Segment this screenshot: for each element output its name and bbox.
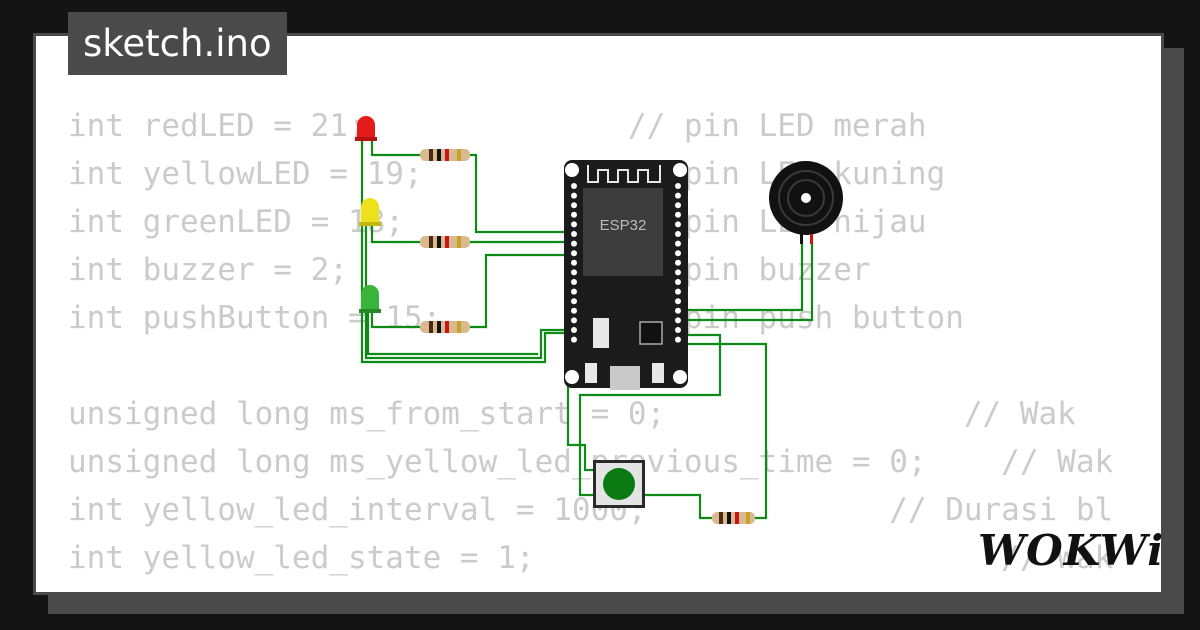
sketch-filename-tab[interactable]: sketch.ino	[68, 12, 287, 75]
wokwi-logo: WOKWi	[978, 526, 1165, 575]
board-pin	[571, 269, 577, 276]
resistor-green[interactable]	[420, 321, 470, 333]
board-pin	[675, 202, 681, 209]
board-pin	[675, 307, 681, 314]
board-label: ESP32	[600, 217, 647, 234]
board-pin	[571, 288, 577, 295]
code-line: int yellow_led_state = 1; // Wak	[68, 540, 1114, 576]
board-pin	[675, 336, 681, 343]
board-pin	[571, 336, 577, 343]
board-pin	[571, 231, 577, 237]
red-led[interactable]	[355, 116, 377, 141]
code-line: unsigned long ms_yellow_led_previous_tim…	[68, 444, 1114, 480]
board-pin	[675, 259, 681, 266]
board-pin	[675, 269, 681, 276]
resistor-red[interactable]	[420, 149, 470, 161]
board-pin	[571, 307, 577, 314]
board-pin	[675, 288, 681, 295]
board-pin	[571, 202, 577, 209]
board-pin	[571, 183, 577, 189]
push-button[interactable]	[593, 460, 645, 508]
board-pin	[675, 231, 681, 237]
board-pin	[571, 279, 577, 285]
board-pin	[571, 250, 577, 257]
code-line: int greenLED = 18; // pin LED hijau	[68, 204, 927, 240]
board-pin	[675, 298, 681, 305]
resistor-button[interactable]	[712, 512, 755, 524]
code-line: int yellow_led_interval = 1000; // Duras…	[68, 492, 1114, 528]
piezo-buzzer[interactable]	[769, 161, 843, 244]
code-line: unsigned long ms_from_start = 0; // Wak	[68, 396, 1076, 432]
board-pin	[571, 211, 577, 218]
board-pin	[675, 221, 681, 228]
board-pin	[571, 298, 577, 305]
green-led[interactable]	[359, 285, 381, 313]
board-pin	[571, 221, 577, 228]
board-pin	[675, 183, 681, 189]
board-pin	[571, 192, 577, 199]
wires	[360, 140, 814, 520]
board-pin	[571, 240, 577, 247]
board-pin	[571, 317, 577, 324]
board-pin	[675, 327, 681, 333]
yellow-led[interactable]	[359, 198, 381, 226]
board-pin	[675, 317, 681, 324]
board-pin	[571, 327, 577, 333]
resistor-yellow[interactable]	[420, 236, 470, 248]
board-pin	[675, 240, 681, 247]
code-line: int pushButton = 15; // pin push button	[68, 300, 964, 336]
board-pin	[675, 279, 681, 285]
board-pin	[675, 192, 681, 199]
esp32-board[interactable]: ESP32	[564, 160, 688, 390]
board-pin	[571, 259, 577, 266]
board-pin	[675, 250, 681, 257]
board-pin	[675, 211, 681, 218]
